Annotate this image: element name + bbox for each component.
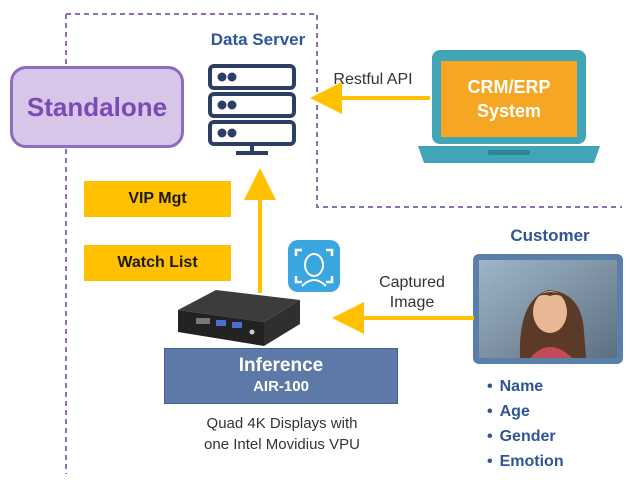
vip-mgt-box: VIP Mgt [84, 181, 231, 217]
standalone-label: Standalone [26, 91, 168, 122]
server-rack-icon [208, 64, 296, 155]
data-server-label: Data Server [210, 30, 306, 49]
watch-list-label: Watch List [117, 254, 198, 271]
crm-erp-system-label: CRM/ERP System [467, 77, 551, 121]
attribute-item: Gender [487, 424, 564, 449]
inference-model: AIR-100 [253, 378, 309, 395]
laptop-icon [418, 50, 600, 163]
inference-box: Inference AIR-100 [164, 348, 398, 404]
standalone-box: Standalone [10, 66, 184, 148]
face-scan-icon [288, 240, 340, 292]
watch-list-box: Watch List [84, 245, 231, 281]
inference-description: Quad 4K Displays with one Intel Movidius… [204, 415, 360, 453]
attribute-item: Emotion [487, 449, 564, 474]
customer-label: Customer [510, 226, 590, 245]
edge-device-icon [178, 290, 300, 346]
captured-image-label: Captured Image [379, 274, 445, 311]
attribute-item: Age [487, 399, 564, 424]
attribute-item: Name [487, 374, 564, 399]
restful-api-label: Restful API [333, 71, 413, 88]
inference-title: Inference [238, 355, 324, 376]
customer-attribute-list: Name Age Gender Emotion [487, 374, 564, 474]
customer-photo-icon [473, 254, 623, 364]
vip-mgt-label: VIP Mgt [128, 190, 187, 207]
